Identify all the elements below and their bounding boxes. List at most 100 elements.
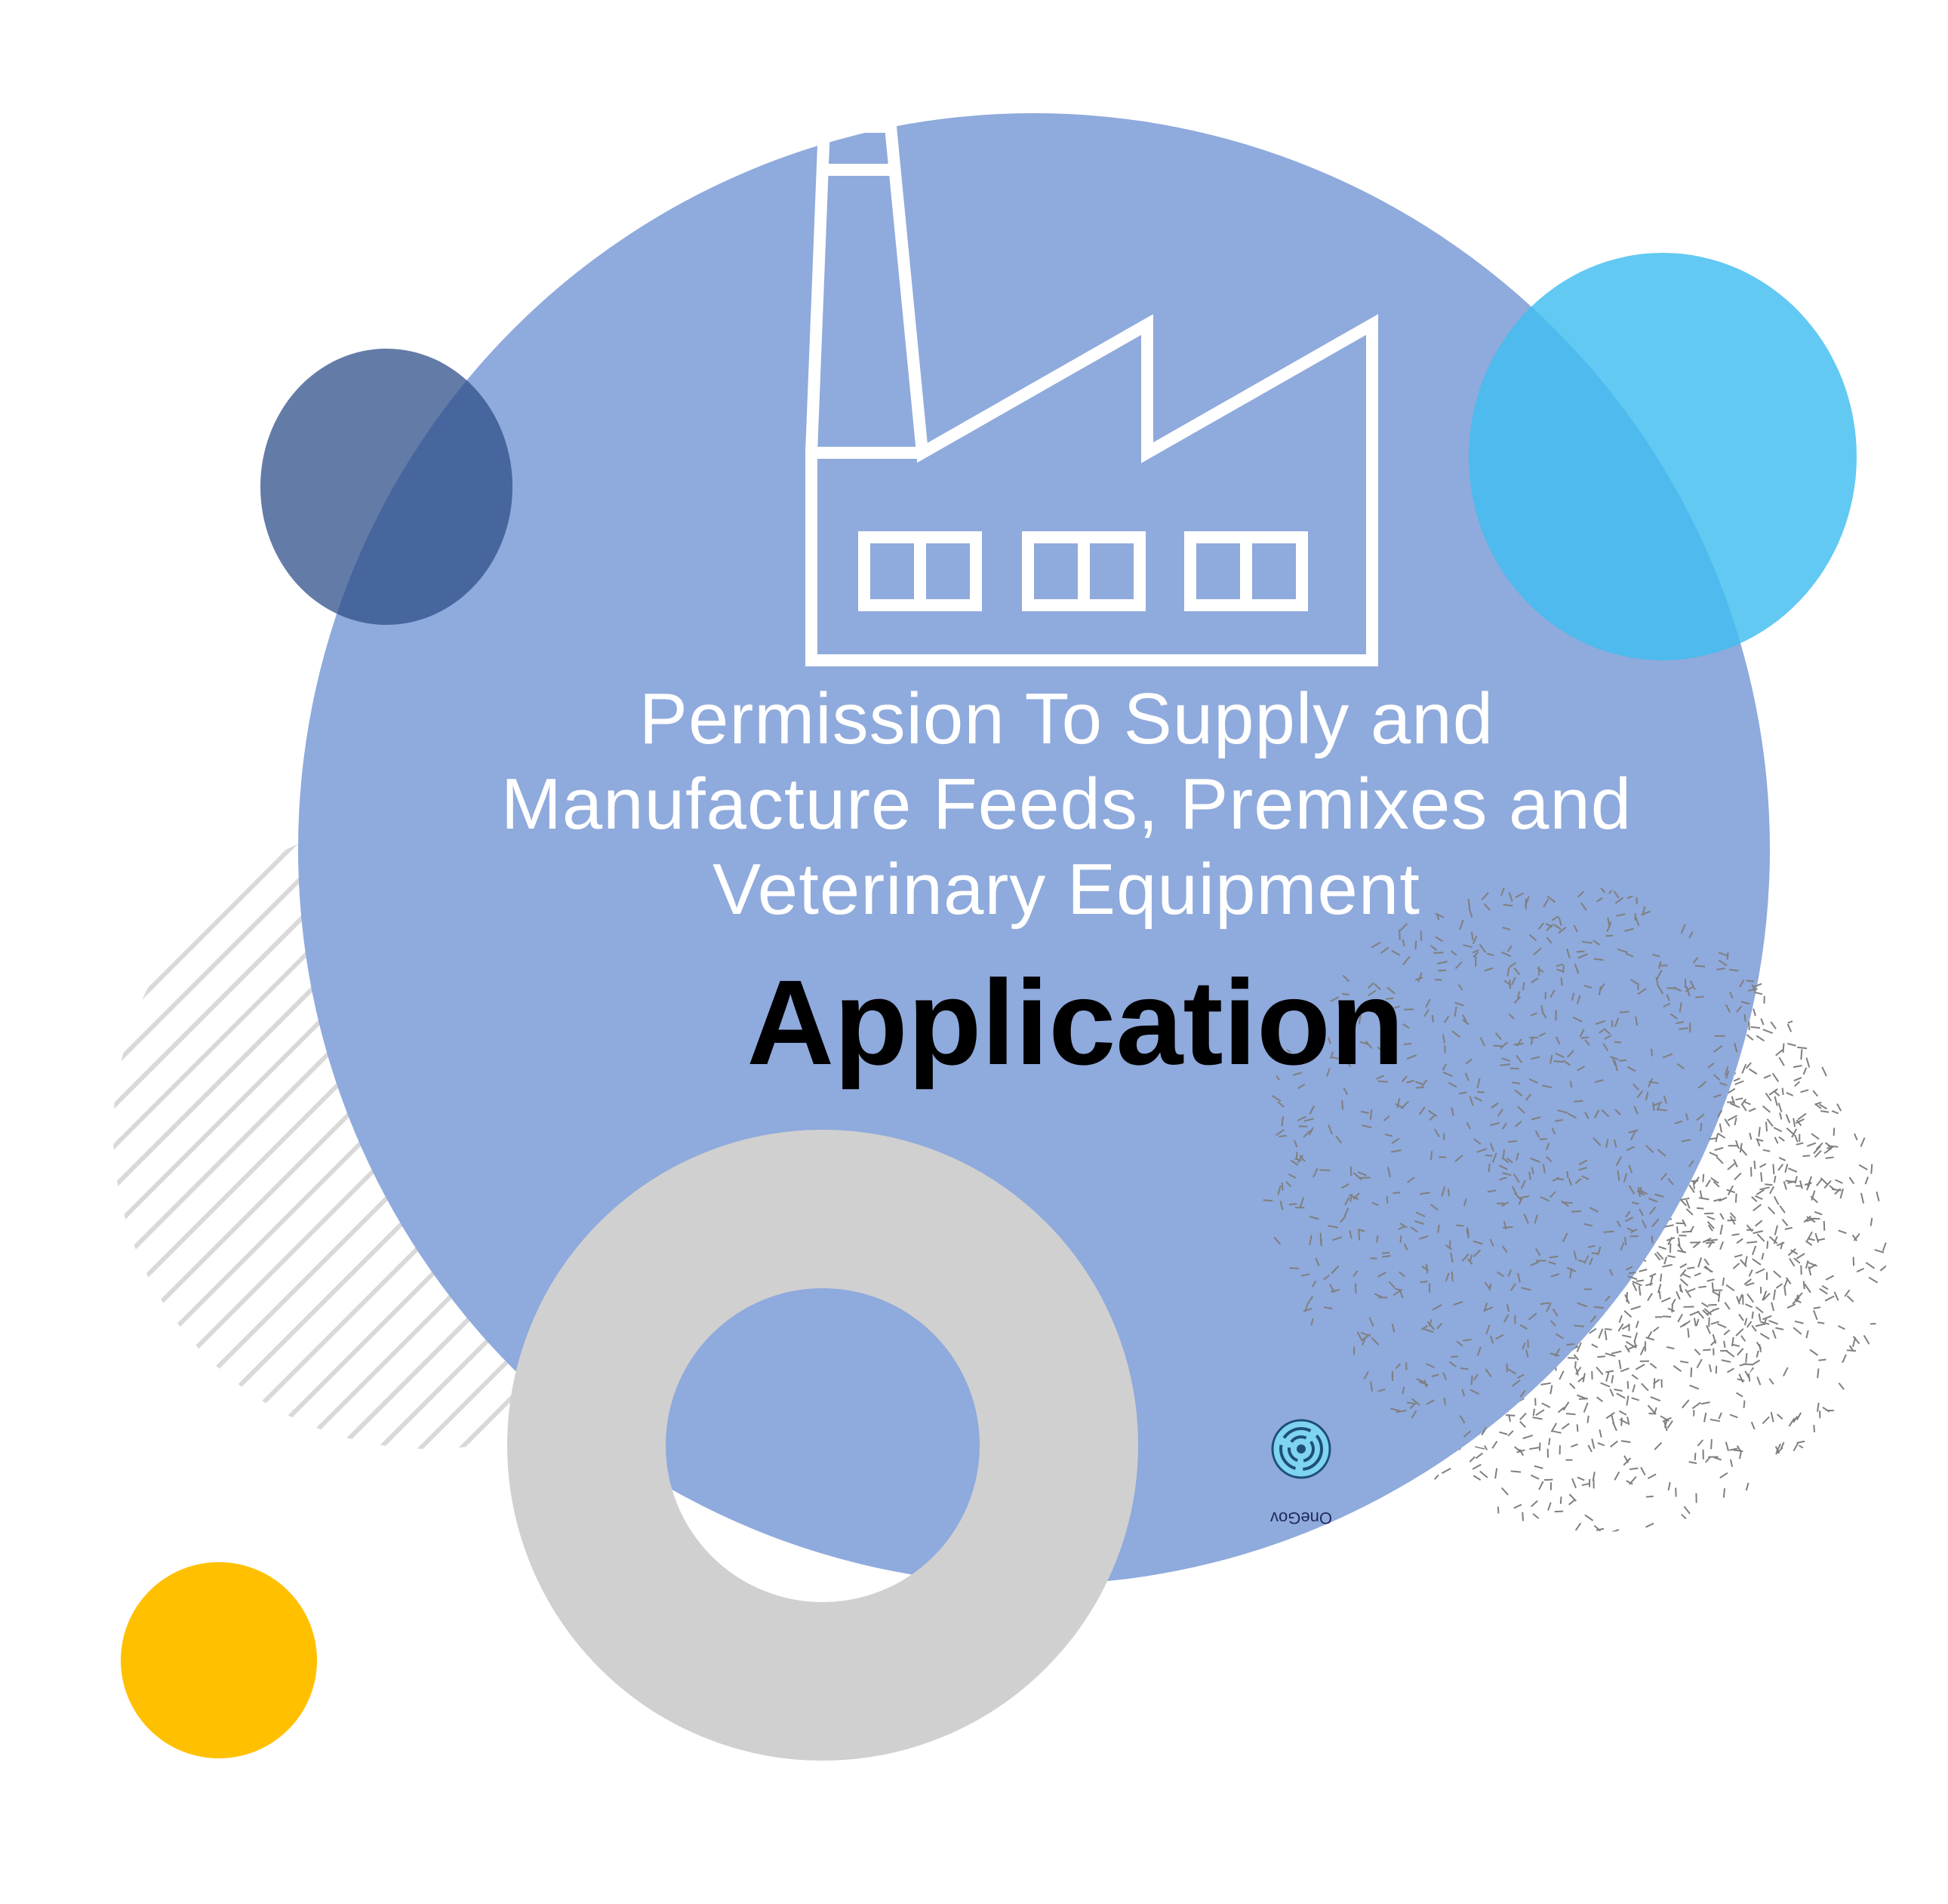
dash-mark <box>1587 1444 1593 1453</box>
dash-mark <box>1614 897 1624 904</box>
dash-mark <box>1514 1089 1523 1097</box>
dash-mark <box>1719 1213 1725 1220</box>
dash-mark <box>1506 1363 1508 1373</box>
dash-mark <box>1303 1118 1314 1122</box>
dash-mark <box>1353 1270 1359 1278</box>
dash-mark <box>1579 1029 1585 1038</box>
dash-mark <box>1501 951 1512 958</box>
dash-mark <box>1433 1128 1440 1138</box>
dash-mark <box>1546 1155 1553 1162</box>
dash-mark <box>1466 1121 1471 1130</box>
dash-mark <box>1635 1364 1645 1370</box>
dash-mark <box>1685 986 1694 992</box>
dash-mark <box>1748 988 1758 992</box>
dash-mark <box>1513 1173 1520 1183</box>
dash-mark <box>1737 1348 1744 1356</box>
dash-mark <box>1560 977 1563 986</box>
dash-mark <box>1473 1475 1482 1481</box>
dash-mark <box>1736 1296 1740 1305</box>
dash-mark <box>1815 1142 1823 1150</box>
dash-mark <box>1598 1328 1604 1339</box>
dash-mark <box>1806 1142 1817 1147</box>
dash-mark <box>1448 1361 1457 1367</box>
dash-mark <box>1483 1302 1488 1312</box>
dash-mark <box>1331 1288 1340 1293</box>
dash-mark <box>1506 945 1513 952</box>
dash-mark <box>1746 1321 1753 1328</box>
dash-mark <box>1863 1334 1870 1345</box>
dash-mark <box>1860 1137 1866 1147</box>
dash-mark <box>1685 1199 1691 1209</box>
dash-mark <box>1685 1113 1689 1121</box>
dash-mark <box>1552 1177 1560 1182</box>
dash-mark <box>1713 1093 1722 1098</box>
dash-mark <box>1331 1265 1340 1275</box>
dash-mark <box>1584 1514 1594 1521</box>
dash-mark <box>1288 1173 1297 1179</box>
dash-mark <box>1368 1317 1374 1327</box>
dash-mark <box>1759 1186 1770 1191</box>
dash-mark <box>1853 1233 1860 1241</box>
dash-mark <box>1425 998 1431 1008</box>
dash-mark <box>1472 949 1479 954</box>
dash-mark <box>1341 1183 1349 1189</box>
dash-mark <box>1649 1362 1657 1369</box>
dash-mark <box>1442 1034 1445 1044</box>
dash-mark <box>1407 1401 1416 1405</box>
dash-mark <box>1799 1180 1803 1189</box>
dash-mark <box>1476 1346 1482 1356</box>
dash-mark <box>1596 1396 1604 1402</box>
dash-mark <box>1785 1277 1792 1285</box>
dash-mark <box>1882 1242 1887 1252</box>
dash-mark <box>1306 1296 1314 1306</box>
dash-mark <box>1530 1012 1537 1017</box>
dash-mark <box>1651 1101 1663 1107</box>
dash-mark <box>1725 1284 1735 1292</box>
dash-mark <box>1734 1140 1740 1149</box>
dash-mark <box>1713 1198 1722 1202</box>
dash-mark <box>1445 1244 1452 1250</box>
dash-mark <box>1635 916 1640 927</box>
dash-mark <box>1879 1265 1887 1272</box>
dash-mark <box>1599 983 1605 992</box>
dash-mark <box>1740 1098 1746 1106</box>
dash-mark <box>1688 1184 1695 1193</box>
dash-mark <box>1765 1183 1773 1186</box>
dash-mark <box>1636 1090 1644 1099</box>
dash-mark <box>1630 1306 1642 1311</box>
dash-mark <box>1538 1481 1544 1490</box>
dash-mark <box>1426 1399 1435 1405</box>
dash-mark <box>1515 1121 1522 1127</box>
dash-mark <box>1506 967 1510 977</box>
dash-mark <box>1614 1060 1618 1072</box>
dash-mark <box>1511 1186 1518 1195</box>
dash-mark <box>1423 1380 1428 1388</box>
dash-mark <box>1428 1109 1438 1118</box>
dash-mark <box>1356 1331 1363 1342</box>
dash-mark <box>1729 1459 1734 1467</box>
dash-mark <box>1696 1207 1704 1210</box>
dash-mark <box>1399 1271 1406 1278</box>
dash-mark <box>1537 966 1540 976</box>
dash-mark <box>1343 1207 1349 1217</box>
dash-mark <box>1582 1373 1586 1383</box>
dash-mark <box>1628 1272 1636 1275</box>
dash-mark <box>1817 1321 1825 1324</box>
dash-mark <box>1568 1178 1572 1186</box>
dash-mark <box>1808 1263 1817 1269</box>
dash-mark <box>1511 977 1516 986</box>
dash-mark <box>1616 913 1626 917</box>
dash-mark <box>1451 1355 1458 1358</box>
dash-mark <box>1760 1172 1763 1183</box>
dash-mark <box>1736 1445 1742 1453</box>
dash-mark <box>1573 1250 1577 1260</box>
dash-mark <box>1604 1035 1612 1040</box>
dash-mark <box>1433 952 1444 954</box>
dash-mark <box>1835 1179 1843 1184</box>
dash-mark <box>1708 1317 1710 1327</box>
dash-mark <box>1576 995 1581 1004</box>
dash-mark <box>1299 1155 1306 1162</box>
dash-mark <box>1787 1019 1796 1024</box>
dash-mark <box>1469 1254 1473 1263</box>
dash-mark <box>1680 1360 1689 1364</box>
